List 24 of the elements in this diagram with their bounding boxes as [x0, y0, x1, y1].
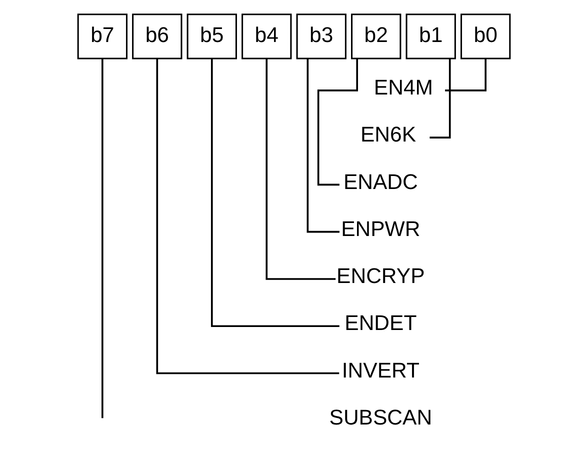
- node-box: b5: [186, 14, 236, 60]
- node-box: b4: [241, 14, 292, 60]
- node-box: b0: [460, 14, 510, 60]
- node-text: ENADC: [342, 170, 418, 194]
- node-box: b7: [76, 14, 127, 60]
- node-box: b1: [405, 14, 456, 60]
- node-text: EN4M: [373, 76, 433, 100]
- node-box: b2: [350, 14, 401, 60]
- connector: [101, 58, 103, 418]
- connector: [265, 58, 336, 280]
- node-text: INVERT: [341, 358, 419, 382]
- node-text: SUBSCAN: [328, 405, 432, 430]
- node-text: ENCRYP: [336, 264, 424, 288]
- connector: [429, 58, 450, 138]
- node-text: ENPWR: [340, 216, 420, 241]
- node-text: ENDET: [344, 311, 416, 336]
- connector: [316, 59, 358, 186]
- connector: [156, 58, 339, 374]
- connector: [210, 58, 339, 328]
- connector: [444, 59, 486, 92]
- node-box: b6: [132, 14, 182, 60]
- node-box: b3: [296, 14, 346, 60]
- node-text: EN6K: [360, 122, 416, 147]
- connector: [306, 58, 339, 233]
